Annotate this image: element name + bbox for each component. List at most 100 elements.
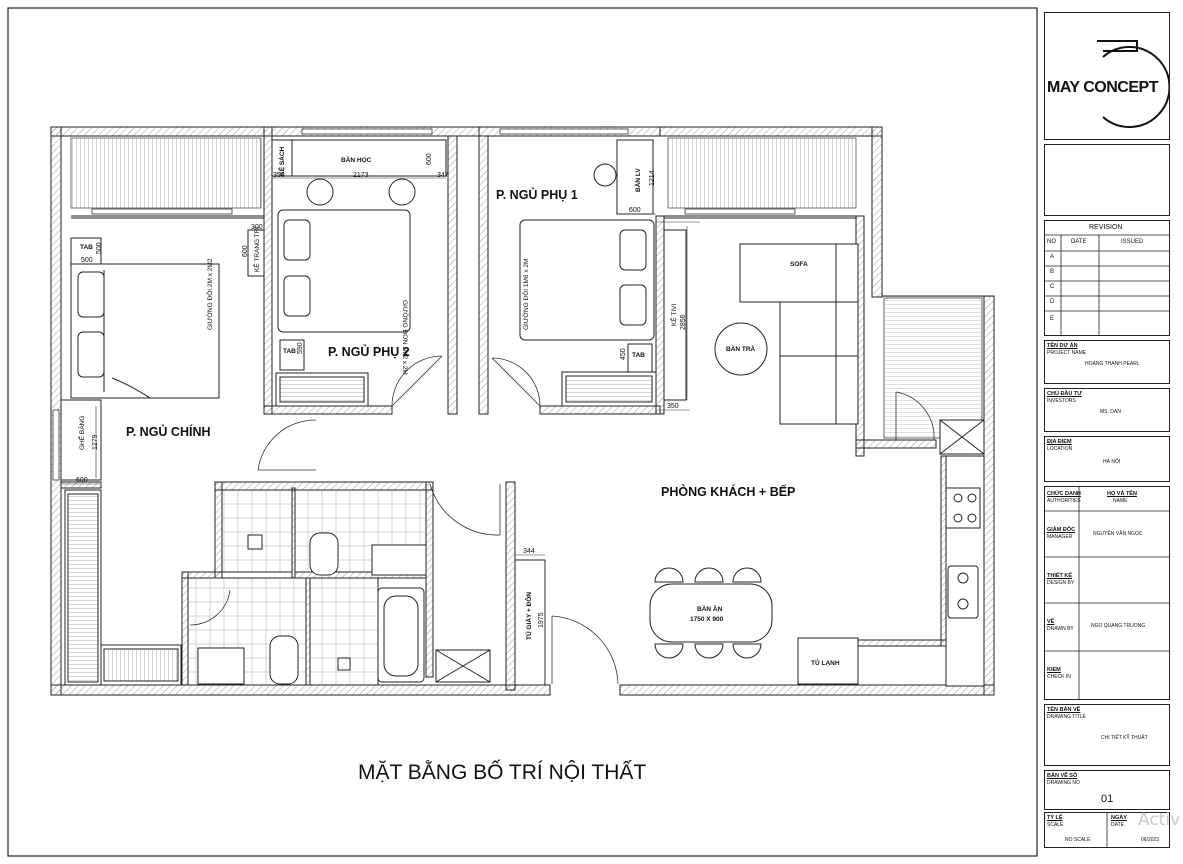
- drawn-label-vn: VẼ: [1047, 619, 1055, 625]
- location-cell: ĐỊA ĐIỂM LOCATION HÀ NỘI: [1044, 436, 1170, 482]
- label-tab-bed1: TAB: [632, 352, 645, 359]
- location-label-vn: ĐỊA ĐIỂM: [1047, 439, 1072, 445]
- check-label-en: CHECK IN: [1047, 674, 1071, 680]
- dim-344: 344: [523, 548, 535, 555]
- drawn-value: NGO QUANG TRUONG: [1091, 623, 1146, 629]
- bathrooms: [187, 489, 427, 686]
- windows: [52, 128, 796, 481]
- drawn-label-en: DRAWN BY: [1047, 626, 1074, 632]
- authorities-label-en: AUTHORITIES: [1047, 498, 1081, 504]
- room-label-bed2: P. NGỦ PHỤ 2: [328, 344, 410, 359]
- doors: [189, 355, 935, 685]
- project-value: HOANG THANH PEARL: [1085, 361, 1140, 367]
- revision-grid: [1045, 234, 1169, 335]
- dtitle-label-en: DRAWING TITLE: [1047, 714, 1086, 720]
- scale-value: NO SCALE: [1065, 837, 1091, 843]
- logo-cell: MAY CONCEPT: [1044, 12, 1171, 140]
- dim-347: 347: [437, 172, 449, 179]
- label-bed-2: GIƯỜNG ĐƠN 1M2 x 2M: [401, 300, 410, 375]
- room-label-bed1: P. NGỦ PHỤ 1: [496, 187, 578, 202]
- interior-partitions: [71, 215, 856, 219]
- label-dining-size: 1750 X 900: [690, 616, 724, 623]
- scale-label-vn: TỶ LỆ: [1047, 815, 1063, 821]
- dno-label-en: DRAWING NO: [1047, 780, 1080, 786]
- label-tea-table: BÀN TRÀ: [726, 344, 756, 353]
- location-value: HÀ NỘI: [1103, 459, 1121, 465]
- tea-table: [714, 322, 768, 376]
- dim-600c: 600: [242, 245, 249, 257]
- rev-row-d: D: [1050, 299, 1055, 305]
- project-label-vn: TÊN DỰ ÁN: [1047, 343, 1078, 349]
- dim-600d: 600: [76, 477, 88, 484]
- authorities-grid: [1045, 487, 1169, 699]
- dtitle-label-vn: TÊN BẢN VẼ: [1047, 707, 1081, 713]
- dim-600b: 600: [629, 207, 641, 214]
- revision-table: REVISION NO DATE ISSUED A B C D E: [1044, 220, 1170, 336]
- design-label-vn: THIẾT KẾ: [1047, 573, 1073, 579]
- investor-value: MS. DAN: [1100, 409, 1121, 415]
- study-desk: [291, 139, 447, 177]
- label-dressing: KỆ TRANG TRÍ: [252, 227, 261, 272]
- dim-300: 300: [251, 224, 263, 231]
- scale-date-grid: [1106, 813, 1108, 847]
- manager-value: NGUYỄN VĂN NGỌC: [1093, 531, 1143, 537]
- dim-2856: 2856: [680, 314, 687, 330]
- logia-rails: [70, 137, 983, 439]
- label-bed-master: GIƯỜNG ĐÔI 2M x 2M2: [205, 258, 214, 330]
- label-fridge: TỦ LẠNH: [811, 658, 840, 667]
- manager-label-en: MANAGER: [1047, 534, 1073, 540]
- design-label-en: DESIGN BY: [1047, 580, 1075, 586]
- rev-row-b: B: [1050, 269, 1055, 275]
- dim-1975: 1975: [538, 612, 545, 628]
- drawing-no-cell: BẢN VẼ SỐ DRAWING NO 01: [1044, 770, 1170, 810]
- dim-2173: 2173: [353, 172, 369, 179]
- investor-label-vn: CHỦ ĐẦU TƯ: [1047, 391, 1082, 397]
- name-label-en: NAME: [1113, 498, 1128, 504]
- label-desk: BÀN HỌC: [341, 155, 372, 164]
- date-label-vn: NGÀY: [1111, 815, 1127, 821]
- label-desk-lv: BÀN LV: [633, 168, 642, 192]
- project-cell: TÊN DỰ ÁN PROJECT NAME HOANG THANH PEARL: [1044, 340, 1170, 384]
- scale-date-cell: TỶ LỆ SCALE NO SCALE NGÀY DATE 06/2023: [1044, 812, 1170, 848]
- investor-cell: CHỦ ĐẦU TƯ INVESTORS MS. DAN: [1044, 388, 1170, 432]
- dno-value: 01: [1101, 793, 1114, 805]
- label-tab-master: TAB: [80, 244, 93, 251]
- date-label-en: DATE: [1111, 822, 1124, 828]
- dno-label-vn: BẢN VẼ SỐ: [1047, 773, 1078, 779]
- location-label-en: LOCATION: [1047, 446, 1073, 452]
- dining-table: [649, 583, 773, 643]
- dim-500a: 500: [96, 242, 103, 254]
- dtitle-value: CHI TIẾT KỸ THUẬT: [1101, 735, 1148, 741]
- label-sofa: SOFA: [790, 261, 808, 268]
- dim-600a: 600: [426, 153, 433, 165]
- dim-500b: 500: [81, 257, 93, 264]
- label-dining: BÀN ĂN: [697, 604, 723, 613]
- investor-label-en: INVESTORS: [1047, 398, 1076, 404]
- dim-350a: 350: [273, 172, 285, 179]
- label-shoe-cabinet: TỦ GIÀY + ĐÔN: [524, 592, 533, 640]
- furniture: [60, 139, 985, 687]
- scale-label-en: SCALE: [1047, 822, 1064, 828]
- label-tv: KỆ TIVI: [669, 304, 678, 326]
- rev-row-c: C: [1050, 284, 1055, 290]
- label-bed-1: GIƯỜNG ĐÔI 1M6 x 2M: [521, 259, 530, 330]
- sheet-border: [7, 7, 1038, 857]
- sofa: [739, 243, 859, 303]
- name-label-vn: HỌ VÀ TÊN: [1107, 491, 1137, 497]
- dim-450: 450: [620, 348, 627, 360]
- dim-1279: 1279: [92, 434, 99, 450]
- drawing-title-cell: TÊN BẢN VẼ DRAWING TITLE CHI TIẾT KỸ THU…: [1044, 704, 1170, 766]
- check-label-vn: KIỂM: [1047, 667, 1061, 673]
- rev-col-date: DATE: [1071, 239, 1087, 245]
- dim-350b: 350: [667, 403, 679, 410]
- rev-row-e: E: [1050, 316, 1055, 322]
- logo-text: MAY CONCEPT: [1047, 79, 1158, 96]
- dim-1214: 1214: [649, 170, 656, 186]
- room-label-master: P. NGỦ CHÍNH: [126, 424, 211, 439]
- date-value: 06/2023: [1141, 837, 1160, 843]
- blank-cell: [1044, 144, 1170, 216]
- dimension-lines: [62, 177, 700, 685]
- label-bench: GHẾ BĂNG: [76, 416, 86, 450]
- drawing-title: MẶT BẰNG BỐ TRÍ NỘI THẤT: [358, 760, 646, 784]
